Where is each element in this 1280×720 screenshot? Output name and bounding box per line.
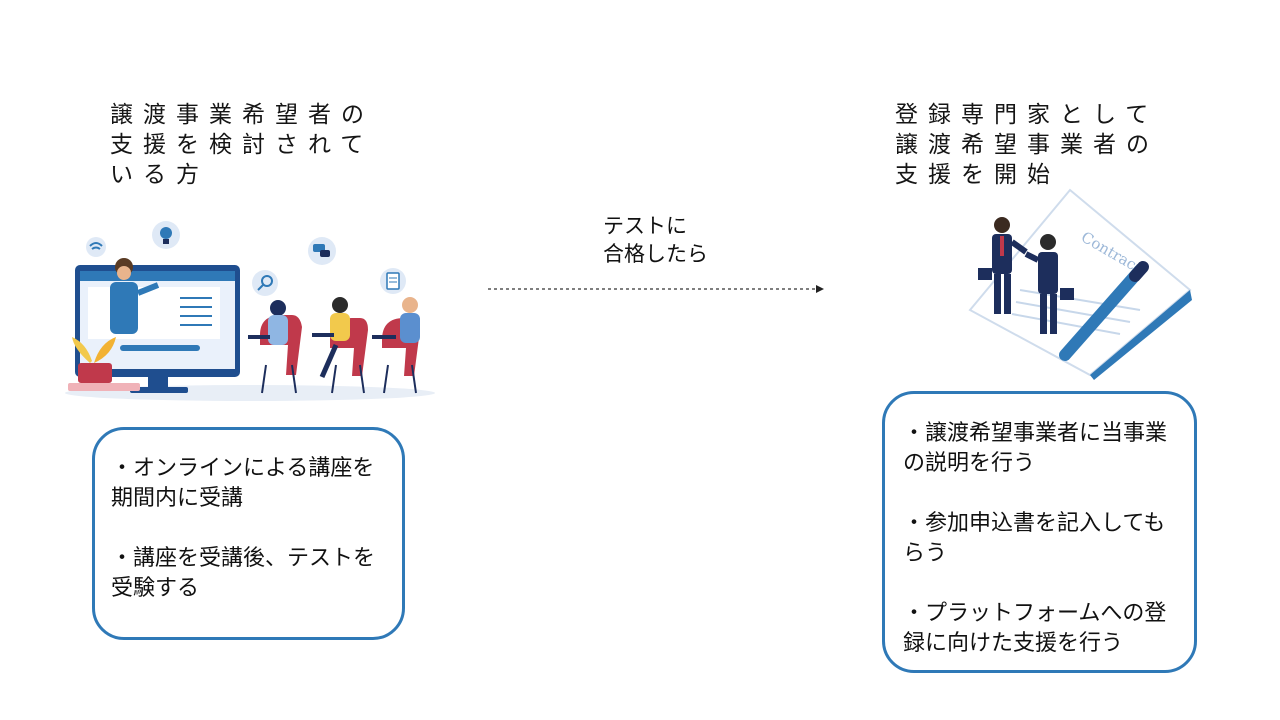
arrow-label: テストに 合格したら bbox=[603, 214, 708, 266]
left-item-1: ・オンラインによる講座を 期間内に受講 bbox=[111, 456, 375, 511]
right-item-1: ・譲渡希望事業者に当事業 の説明を行う bbox=[903, 421, 1168, 476]
wifi-icon bbox=[86, 237, 106, 257]
monitor bbox=[75, 258, 240, 393]
student-1 bbox=[248, 300, 302, 394]
pen-icon bbox=[1059, 261, 1149, 361]
left-title: 譲渡事業希望者の 支援を検討されて いる方 bbox=[110, 102, 374, 188]
left-info-box: ・オンラインによる講座を 期間内に受講 ・講座を受講後、テストを 受験する bbox=[92, 427, 405, 640]
student-2 bbox=[312, 297, 368, 394]
student-3 bbox=[372, 297, 420, 394]
right-item-2: ・参加申込書を記入しても らう bbox=[903, 511, 1166, 566]
search-icon bbox=[252, 270, 278, 296]
contract-handshake-illustration: Contract bbox=[968, 188, 1192, 380]
businessman-2 bbox=[1024, 234, 1074, 334]
dotted-arrow bbox=[488, 285, 824, 293]
businessman-1 bbox=[978, 217, 1028, 314]
chat-icon bbox=[308, 237, 336, 265]
lightbulb-icon bbox=[152, 221, 180, 249]
document-icon bbox=[380, 268, 406, 294]
online-lecture-illustration bbox=[65, 221, 435, 401]
plant bbox=[68, 337, 140, 391]
right-item-3: ・プラットフォームへの登 録に向けた支援を行う bbox=[903, 601, 1167, 656]
left-item-2: ・講座を受講後、テストを 受験する bbox=[111, 546, 376, 601]
right-info-box: ・譲渡希望事業者に当事業 の説明を行う ・参加申込書を記入しても らう ・プラッ… bbox=[882, 391, 1197, 673]
right-title: 登録専門家として 譲渡希望事業者の 支援を開始 bbox=[895, 102, 1159, 188]
